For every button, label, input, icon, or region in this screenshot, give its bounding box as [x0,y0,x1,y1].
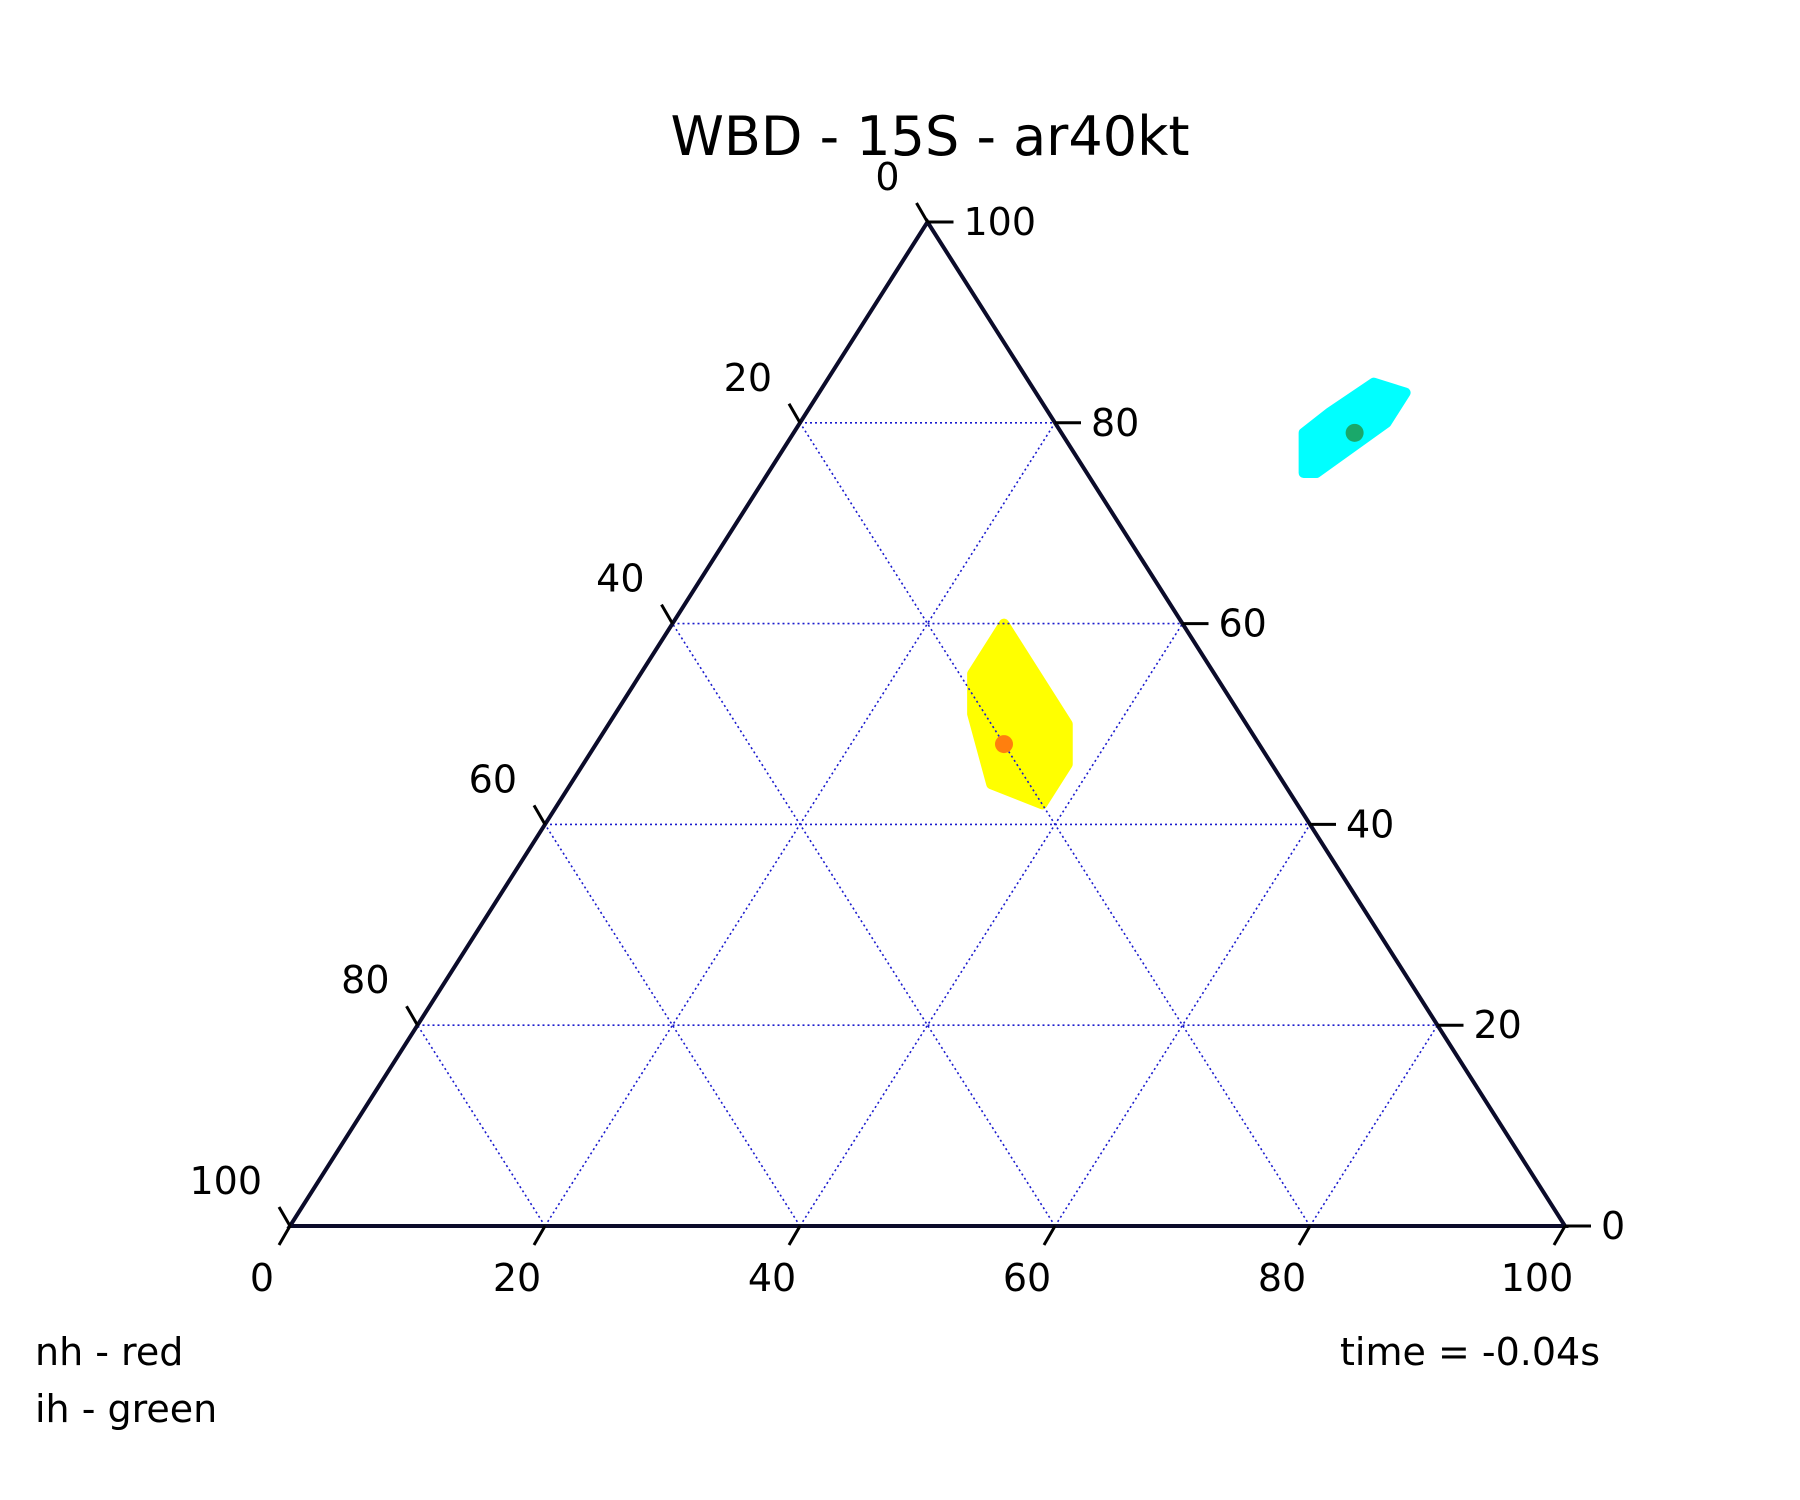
tick-label-right-20: 20 [1474,1003,1522,1047]
gridlines [416,421,1439,1227]
tick-label-bottom-60: 60 [1003,1256,1051,1300]
tick-label-right-40: 40 [1346,802,1394,846]
axis-ticks: 0 0 0 20 20 20 40 40 40 60 60 60 80 80 80 100 100 100 [189,155,1625,1300]
data-points [995,423,1364,754]
tick-label-left-80: 80 [341,958,389,1002]
grid-falling-80 [799,422,1311,1227]
tick-label-left-40: 40 [596,557,644,601]
triangle-frame [286,218,1569,1228]
annotation-time: time = -0.04s [1340,1330,1600,1374]
point-ih [1345,423,1364,442]
tick-left-80 [405,1005,419,1026]
tick-left-20 [787,403,802,424]
grid-falling-20 [416,1024,546,1227]
data-regions [967,377,1411,810]
tick-label-left-0: 0 [875,155,899,199]
grid-rising-40 [799,623,1184,1227]
tick-left-0 [915,202,929,223]
region-nh [967,618,1073,810]
triangle-edge [286,218,1569,1228]
tick-bottom-20 [532,1225,547,1246]
tick-label-bottom-0: 0 [250,1256,274,1300]
tick-label-left-60: 60 [469,757,517,801]
grid-rising-80 [1309,1024,1439,1227]
tick-label-right-100: 100 [964,200,1037,244]
tick-label-bottom-100: 100 [1501,1256,1574,1300]
tick-label-left-100: 100 [189,1159,262,1203]
tick-label-right-0: 0 [1601,1204,1625,1248]
tick-label-right-80: 80 [1091,401,1139,445]
tick-label-bottom-40: 40 [748,1256,796,1300]
annotation-nh: nh - red [35,1330,183,1374]
chart-title: WBD - 15S - ar40kt [670,105,1189,168]
grid-rising-60 [1054,823,1311,1227]
annotation-ih: ih - green [35,1387,217,1431]
tick-bottom-100 [1552,1225,1567,1246]
tick-left-40 [660,603,674,625]
tick-bottom-40 [787,1225,802,1246]
tick-left-100 [277,1206,292,1227]
tick-left-60 [532,804,547,826]
tick-bottom-60 [1042,1225,1057,1246]
grid-falling-40 [544,823,801,1227]
tick-bottom-80 [1297,1225,1312,1246]
tick-label-left-20: 20 [724,356,772,400]
tick-label-bottom-20: 20 [493,1256,541,1300]
grid-falling-60 [671,623,1056,1227]
point-nh [995,735,1013,754]
tick-label-bottom-80: 80 [1258,1256,1306,1300]
tick-bottom-0 [277,1225,292,1246]
tick-label-right-60: 60 [1219,602,1267,646]
